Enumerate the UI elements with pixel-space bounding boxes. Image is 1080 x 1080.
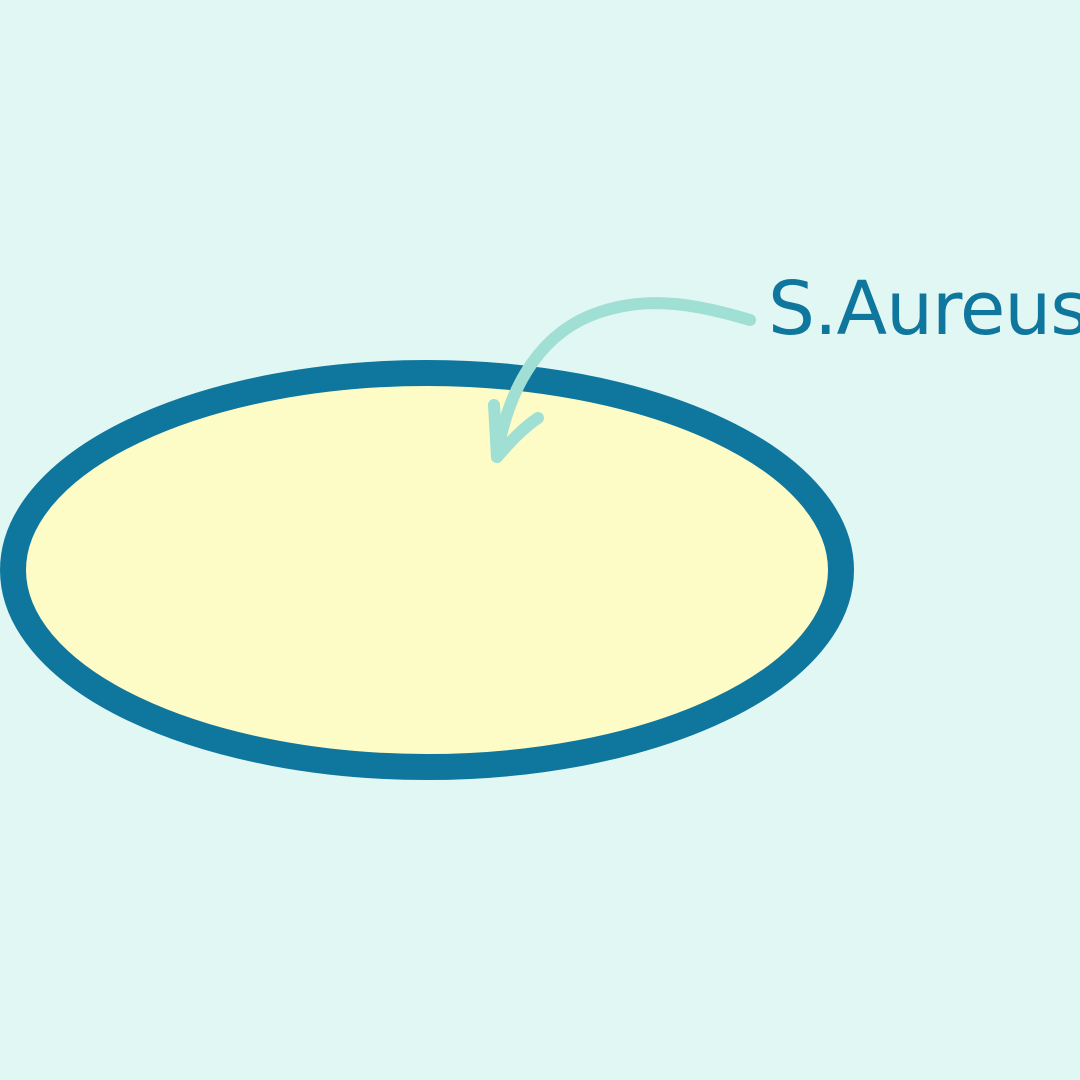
organism-label: S.Aureus (768, 266, 1080, 352)
bacterium-cell (0, 360, 854, 780)
pointer-arrow (488, 297, 756, 463)
arrow-head-right (491, 412, 544, 463)
arrow-head-left (488, 399, 503, 463)
arrow-curve (491, 297, 756, 461)
